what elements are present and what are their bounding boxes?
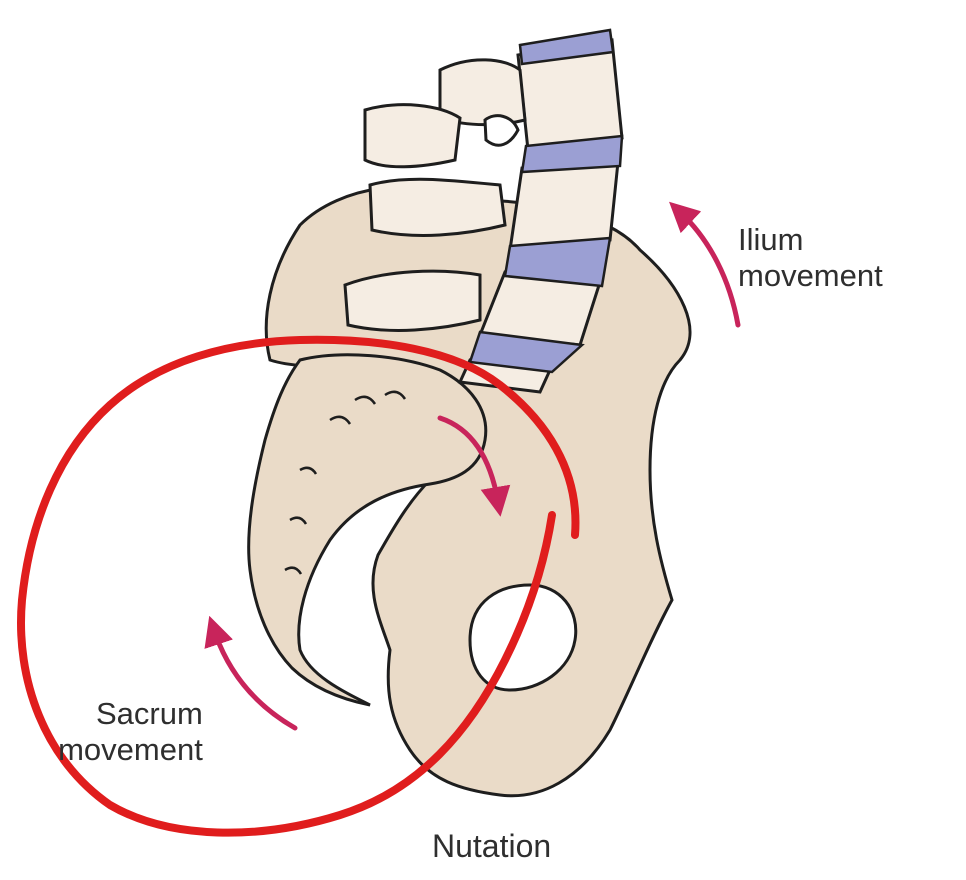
nutation-arrow [437,415,511,517]
ilium-movement-label: Ilium movement [738,222,883,294]
sacrum-movement-label: Sacrum movement [58,696,203,768]
vertebral-body [508,160,620,252]
sacral-foramina [284,390,407,575]
sacrum-movement-arrow [204,615,298,731]
sacrum-bone [247,353,488,707]
intervertebral-disc [520,134,624,174]
figure-caption: Nutation [432,828,552,864]
annotation-circle [17,335,580,837]
ilium-label-line2: movement [738,258,883,293]
intervertebral-disc [518,28,615,66]
sacrum-label-line1: Sacrum [96,696,203,731]
sacrum-label-line2: movement [58,732,203,767]
ilium-movement-arrow [669,201,741,328]
ilium-label-line1: Ilium [738,222,804,257]
intervertebral-disc [503,236,612,288]
intervertebral-disc [468,330,585,374]
vertebral-processes [343,58,527,332]
